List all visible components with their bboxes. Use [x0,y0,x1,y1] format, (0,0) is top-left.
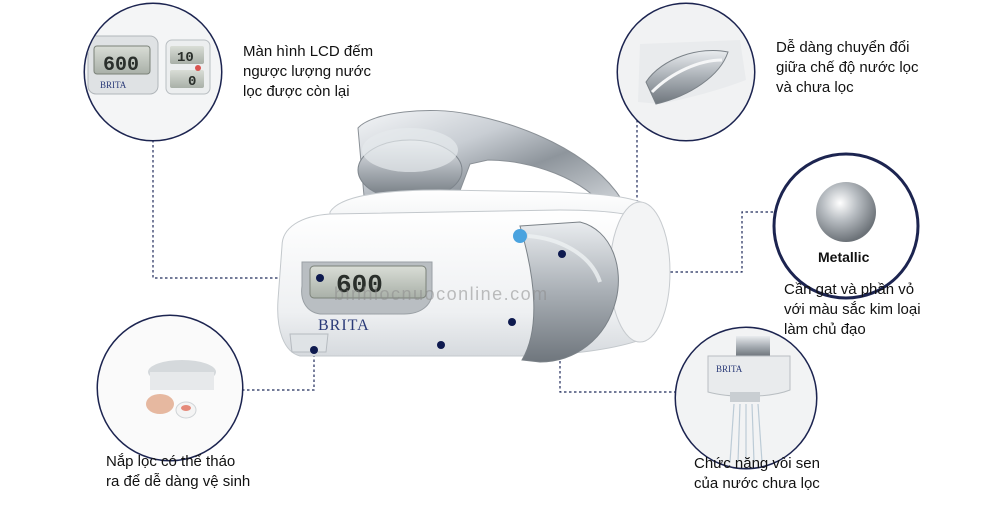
callout-switch: Dễ dàng chuyển đổi giữa chế độ nước lọc … [776,38,919,98]
inset-switch-circle [616,2,756,142]
dot-shower [437,341,445,349]
lcd-display-value: 600 [336,270,383,300]
inset-cap-circle [96,314,244,462]
callout-lcd-line-1: Màn hình LCD đếm [243,43,374,60]
connector-shower [441,344,678,393]
callout-shower: Chức năng vòi sen của nước chưa lọc [694,454,820,494]
dot-switch [558,250,566,258]
mode-indicator-icon [513,229,527,243]
callout-shower-line-2: của nước chưa lọc [694,475,820,492]
inset-counter-bottom: 0 [188,74,196,90]
callout-lcd: Màn hình LCD đếm ngược lượng nước lọc đư… [243,42,373,102]
metallic-sphere-icon [816,182,876,242]
dot-cap [310,346,318,354]
connector-lcd [152,140,318,279]
inset-brand-text: BRITA [100,80,127,90]
callout-metallic-line-2: với màu sắc kim loại [784,301,921,318]
callout-lcd-line-3: lọc được còn lại [243,83,350,100]
dot-metallic [508,318,516,326]
callout-cap: Nắp lọc có thể tháo ra để dễ dàng vệ sin… [106,452,250,492]
brand-logo-text: BRITA [318,317,370,334]
inset-counter-top: 10 [177,50,194,66]
callout-dots [310,250,566,354]
callout-metallic-line-3: làm chủ đạo [784,321,866,338]
metallic-label: Metallic [818,249,870,265]
inset-shower-circle: BRITA [674,326,818,470]
callout-switch-line-3: và chưa lọc [776,79,854,96]
inset-lcd-value: 600 [103,54,139,77]
callout-switch-line-2: giữa chế độ nước lọc [776,59,919,76]
connector-cap [212,350,315,391]
inset-shower-brand: BRITA [716,364,743,374]
callout-shower-line-1: Chức năng vòi sen [694,455,820,472]
inset-lcd-circle: 600 BRITA 10 0 [83,2,223,142]
watermark-text: binhlocnuoconline.com [334,284,549,304]
callout-lcd-line-2: ngược lượng nước [243,63,372,80]
callout-metallic: Cần gạt và phần vỏ với màu sắc kim loại … [784,280,921,340]
callout-switch-line-1: Dễ dàng chuyển đổi [776,39,910,56]
callout-cap-line-2: ra để dễ dàng vệ sinh [106,473,251,490]
callout-cap-line-1: Nắp lọc có thể tháo [106,453,236,470]
inset-metallic-circle: Metallic [772,152,920,300]
dot-lcd [316,274,324,282]
faucet-filter-illustration: 600 BRITA [277,109,671,363]
callout-metallic-line-1: Cần gạt và phần vỏ [784,281,915,298]
